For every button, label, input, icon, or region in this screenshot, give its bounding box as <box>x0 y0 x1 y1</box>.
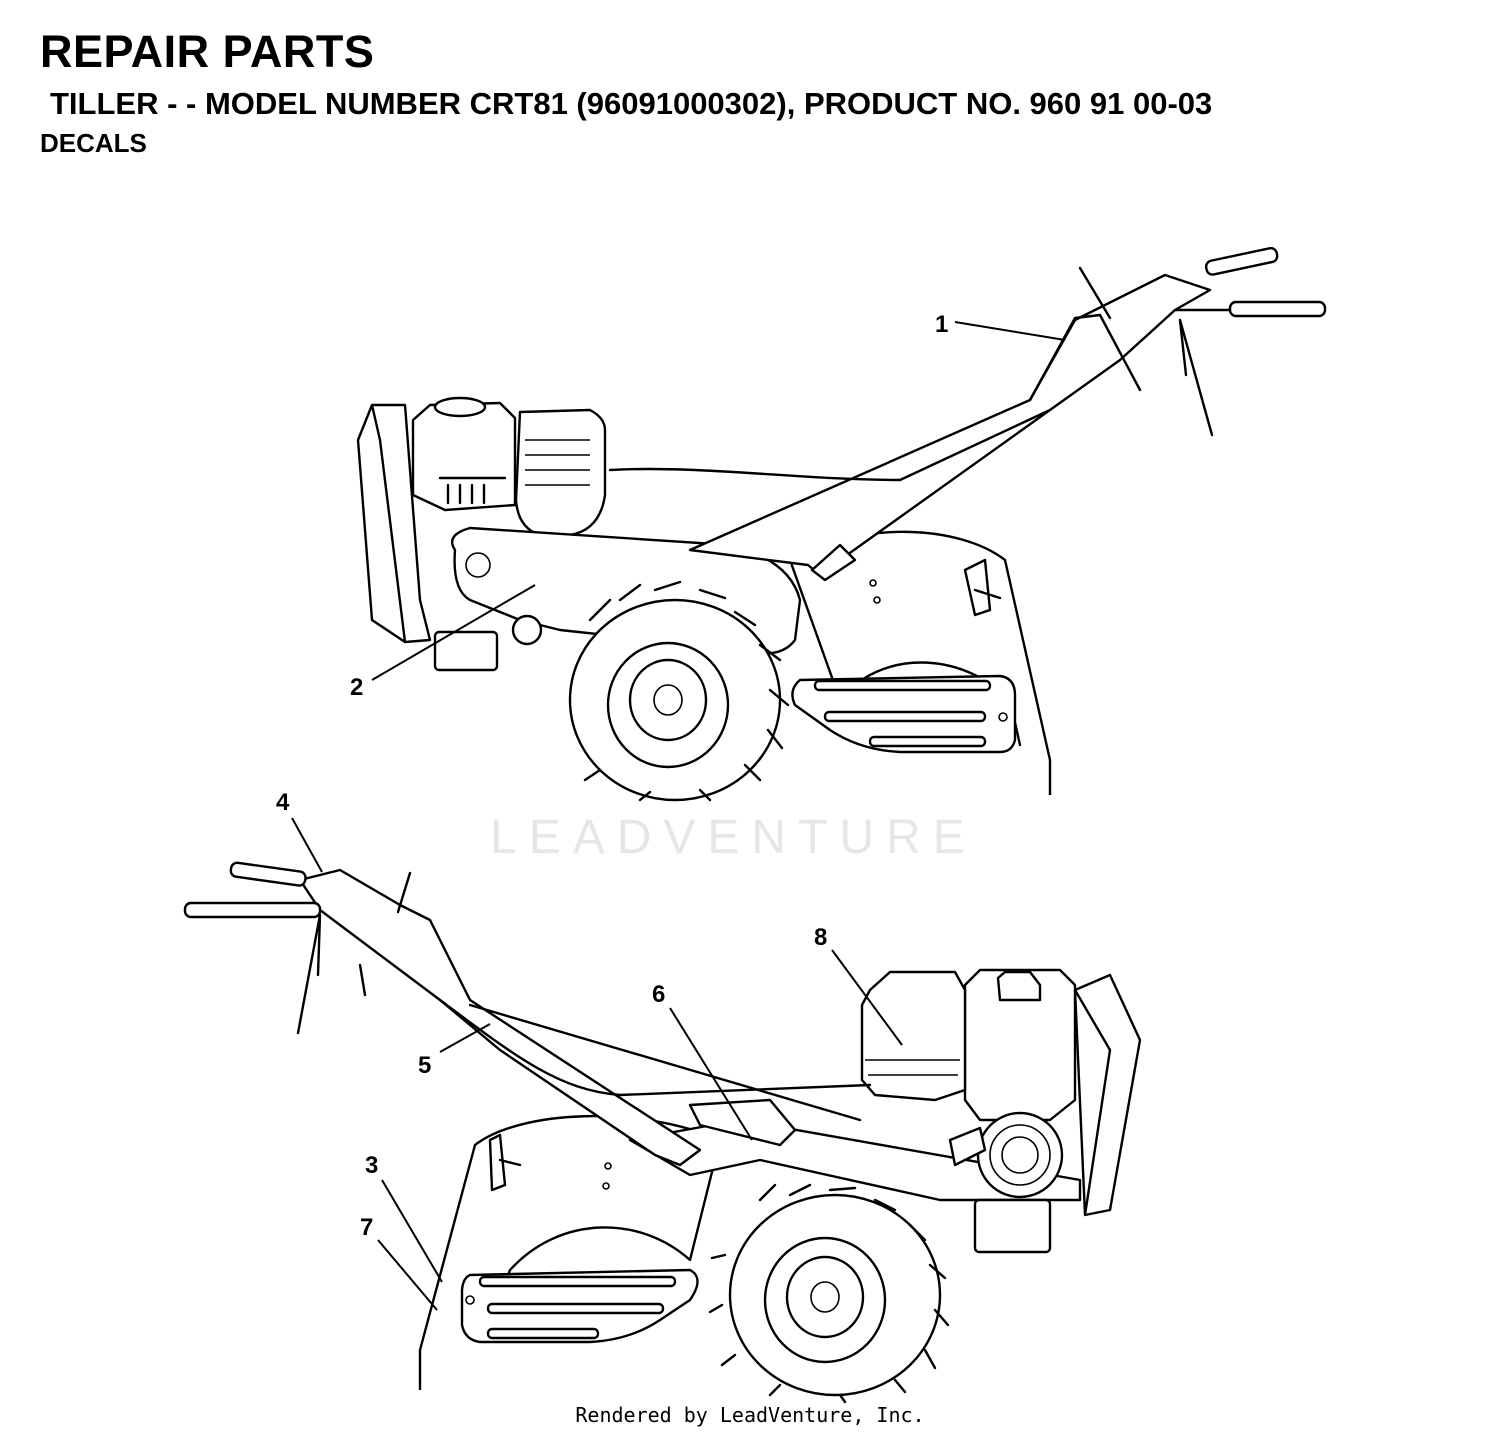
fuel-tank-bottom <box>860 970 967 1102</box>
rear-guard-bottom <box>1073 973 1142 1217</box>
svg-text:5: 5 <box>418 1052 431 1079</box>
handlebar-top <box>688 273 1212 577</box>
shift-lever-grip-bottom <box>396 871 412 914</box>
fuel-tank-top <box>514 408 607 537</box>
handle-grip-upper-top <box>1204 246 1279 276</box>
callout-7: 7 <box>360 1214 438 1311</box>
engine-block-bottom <box>963 968 1077 1122</box>
handle-grip-lower-bottom <box>183 901 322 919</box>
callout-8: 8 <box>814 924 903 1046</box>
svg-text:2: 2 <box>350 674 363 701</box>
handlebar-bottom <box>298 868 702 1167</box>
callout-5: 5 <box>418 1023 491 1079</box>
tiller-top-view <box>356 246 1327 802</box>
shift-lever-grip-top <box>1078 266 1112 320</box>
watermark-text: LEADVENTURE <box>490 811 977 864</box>
svg-text:4: 4 <box>276 789 290 816</box>
callout-3: 3 <box>365 1152 443 1283</box>
handle-grip-upper-bottom <box>229 861 307 887</box>
footer-credit: Rendered by LeadVenture, Inc. <box>575 1403 925 1427</box>
svg-text:8: 8 <box>814 924 827 951</box>
callout-6: 6 <box>652 981 753 1141</box>
engine-block-top <box>411 401 517 512</box>
tiller-bottom-view <box>183 861 1142 1404</box>
svg-text:1: 1 <box>935 311 948 338</box>
svg-text:7: 7 <box>360 1214 373 1241</box>
svg-text:6: 6 <box>652 981 665 1008</box>
callout-2: 2 <box>350 584 536 701</box>
handle-grip-lower-top <box>1228 300 1327 318</box>
section-label: DECALS <box>40 128 147 158</box>
svg-text:3: 3 <box>365 1152 378 1179</box>
callout-4: 4 <box>276 789 323 873</box>
front-guard-top <box>356 403 432 644</box>
page-title: REPAIR PARTS <box>40 26 375 77</box>
model-subtitle: TILLER - - MODEL NUMBER CRT81 (960910003… <box>50 86 1213 121</box>
callout-1: 1 <box>935 311 1066 341</box>
